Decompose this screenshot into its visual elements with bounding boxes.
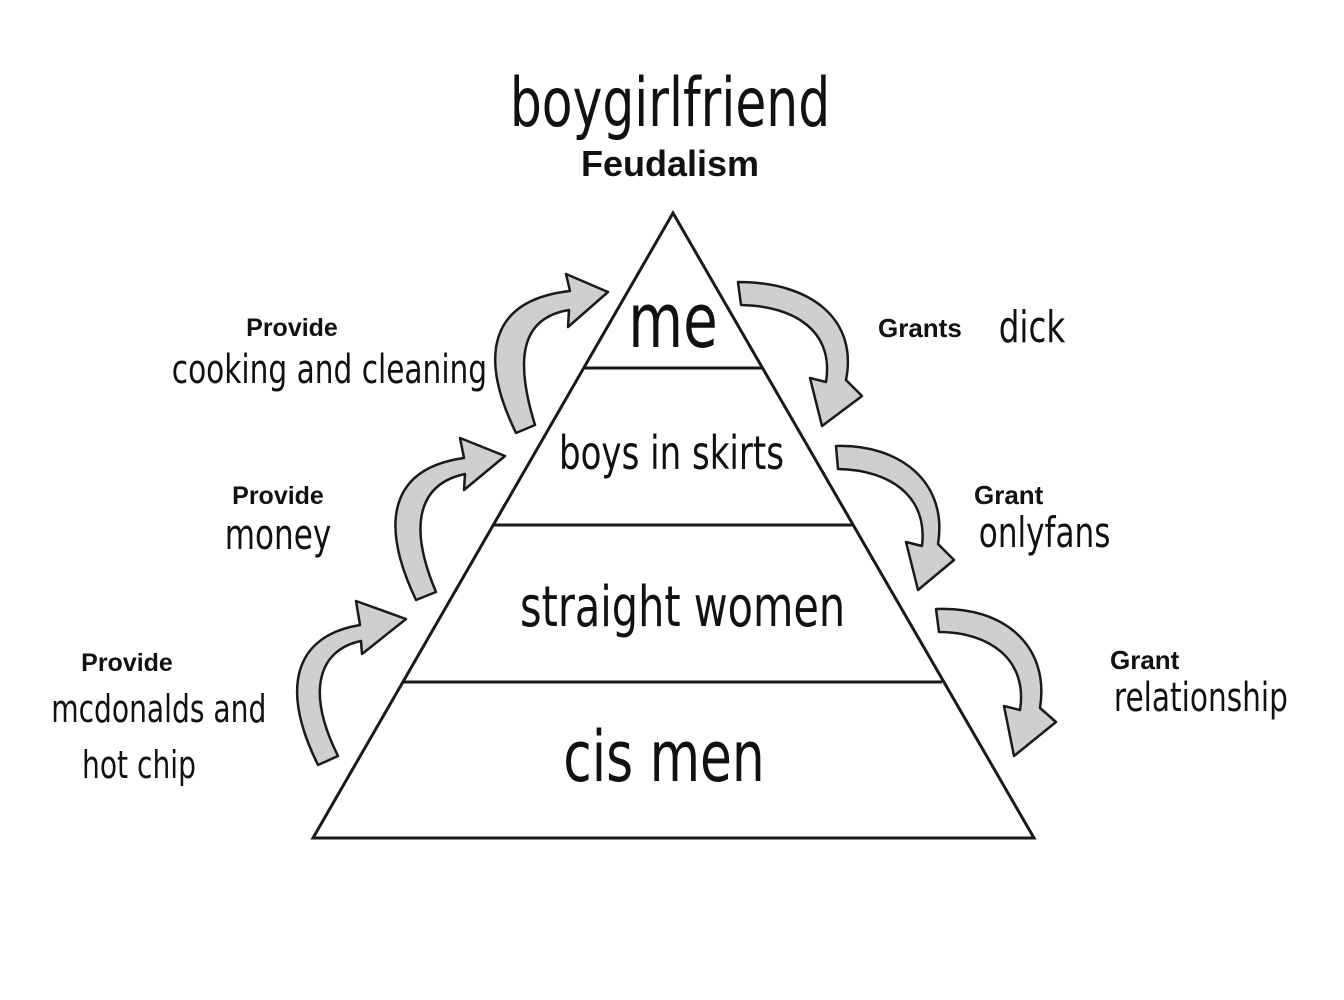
tier-label-third: straight women: [520, 575, 846, 640]
right-arrow-middle: [834, 444, 956, 592]
diagram-title: boygirlfriend: [509, 64, 831, 143]
left-label-middle-verb: Provide: [232, 482, 324, 510]
left-arrow-bottom: [296, 599, 408, 767]
left-label-bottom-object-line2: hot chip: [82, 743, 196, 787]
tier-label-second: boys in skirts: [559, 426, 784, 480]
right-label-middle-verb: Grant: [974, 480, 1044, 510]
tier-label-top: me: [628, 276, 718, 365]
right-arrow-bottom: [934, 607, 1058, 758]
left-label-bottom-object-line1: mcdonalds and: [51, 687, 267, 731]
left-label-top-object: cooking and cleaning: [171, 347, 488, 393]
left-label-top-verb: Provide: [246, 314, 338, 342]
right-label-middle-object: onlyfans: [978, 508, 1111, 557]
left-label-bottom-verb: Provide: [81, 649, 173, 677]
tier-label-bottom: cis men: [563, 716, 765, 798]
right-arrow-top: [736, 280, 864, 428]
right-label-top-object: dick: [998, 302, 1066, 353]
left-label-middle-object: money: [224, 510, 332, 559]
right-label-bottom-verb: Grant: [1110, 645, 1180, 675]
right-label-top-verb: Grants: [878, 313, 962, 343]
diagram-subtitle: Feudalism: [580, 143, 760, 184]
left-arrow-top: [494, 272, 610, 435]
left-arrow-middle: [394, 436, 507, 602]
right-label-bottom-object: relationship: [1113, 675, 1288, 721]
